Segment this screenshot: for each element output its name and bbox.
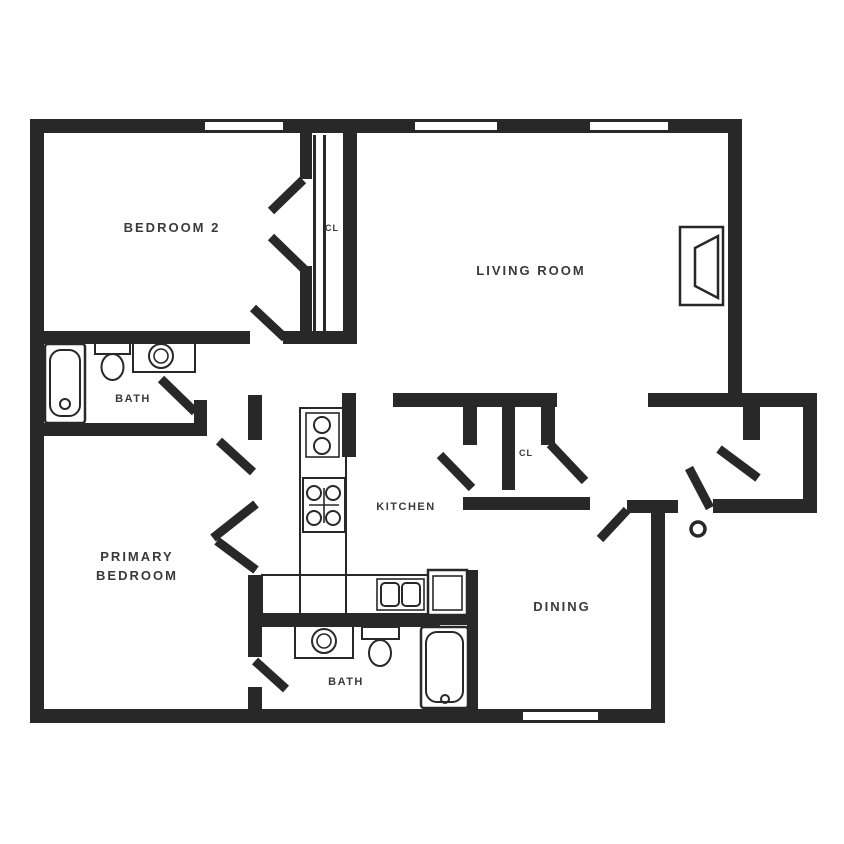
- wall: [668, 119, 742, 133]
- bathtub: [419, 625, 470, 710]
- wall: [393, 393, 557, 407]
- wall: [283, 119, 415, 133]
- wall: [728, 119, 742, 407]
- bath1-fixtures: [43, 340, 196, 425]
- wall: [194, 400, 207, 425]
- kitchen-fixtures: [261, 407, 469, 617]
- wall: [30, 119, 44, 723]
- door-swings: [157, 176, 761, 693]
- bathtub: [43, 342, 87, 425]
- room-label-living-room: LIVING ROOM: [476, 263, 585, 278]
- door-swing: [249, 304, 289, 342]
- wall: [343, 133, 357, 343]
- door-swing: [436, 451, 476, 492]
- wall: [627, 500, 678, 513]
- vanity-sink: [294, 624, 354, 659]
- wall: [651, 505, 665, 723]
- wall: [283, 331, 357, 344]
- room-label-dining: DINING: [533, 599, 591, 614]
- wall: [541, 407, 555, 445]
- wall: [248, 687, 262, 709]
- door-swing: [716, 445, 761, 482]
- door-swing: [685, 465, 714, 511]
- toilet: [361, 626, 400, 667]
- closet-shelf-line: [323, 135, 326, 331]
- wall: [300, 133, 312, 179]
- room-label-primary-bedroom-line1: PRIMARY: [100, 549, 173, 564]
- wall: [463, 407, 477, 445]
- door-knob: [689, 520, 707, 538]
- door-swing: [267, 176, 307, 215]
- wall: [30, 119, 205, 133]
- room-label-hall-closet: CL: [519, 448, 533, 458]
- wall: [598, 709, 665, 723]
- door-swing: [214, 537, 259, 574]
- fireplace: [678, 225, 725, 307]
- window: [523, 709, 598, 723]
- room-label-bedroom-closet: CL: [325, 223, 339, 233]
- wall: [502, 407, 515, 490]
- wall: [30, 331, 250, 344]
- wall: [463, 497, 590, 510]
- room-label-kitchen: KITCHEN: [376, 501, 435, 513]
- window: [590, 119, 668, 133]
- room-labels: BEDROOM 2 LIVING ROOM CL BATH KITCHEN CL…: [96, 220, 591, 688]
- door-swing: [215, 437, 257, 476]
- wall: [30, 423, 207, 436]
- wall: [713, 499, 817, 513]
- windows: [205, 119, 668, 723]
- wall: [248, 395, 262, 440]
- room-label-primary-bedroom-line2: BEDROOM: [96, 568, 178, 583]
- vanity-sink: [132, 340, 196, 373]
- kitchen-sink: [305, 412, 340, 458]
- door-swing: [546, 440, 589, 485]
- wall: [342, 393, 356, 457]
- room-label-bath1: BATH: [115, 393, 151, 405]
- stove: [302, 477, 346, 533]
- door-swing: [157, 375, 199, 416]
- toilet: [94, 340, 131, 381]
- wall: [30, 709, 523, 723]
- kitchen-double-sink: [376, 578, 425, 611]
- wall: [497, 119, 590, 133]
- bath2-fixtures: [294, 624, 470, 710]
- window: [205, 119, 283, 133]
- door-swing: [596, 506, 631, 543]
- door-swing: [251, 657, 290, 693]
- wall: [467, 570, 478, 710]
- wall: [803, 393, 817, 513]
- closet-shelf-line: [313, 135, 316, 331]
- wall: [248, 613, 440, 627]
- outer-walls: [30, 119, 817, 723]
- room-label-bedroom2: BEDROOM 2: [124, 220, 221, 235]
- room-label-bath2: BATH: [328, 676, 364, 688]
- door-swing: [210, 500, 259, 542]
- window: [415, 119, 497, 133]
- wall: [743, 407, 760, 440]
- door-swing: [267, 233, 308, 273]
- wall: [648, 393, 817, 407]
- wall: [300, 266, 312, 331]
- refrigerator: [426, 568, 469, 617]
